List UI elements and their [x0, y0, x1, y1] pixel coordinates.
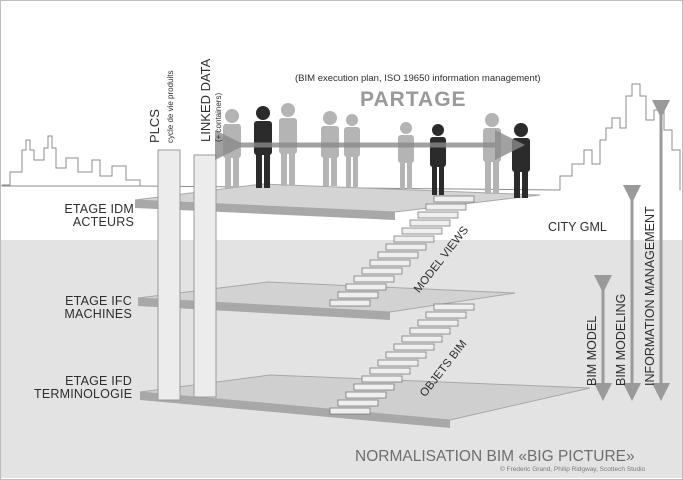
column-sublabel-plcs: cycle de vie produits: [166, 70, 175, 143]
column-linked-data: [193, 154, 217, 398]
footer-title: NORMALISATION BIM «BIG PICTURE»: [355, 448, 635, 465]
skyline-left: [1, 135, 141, 187]
people-group: [223, 103, 530, 198]
column-sublabel-linked-data: (+ containers): [214, 92, 223, 142]
stair-objets-bim: [329, 303, 475, 415]
level-label-ifc: ETAGE IFC MACHINES: [40, 295, 132, 321]
footer-credit: © Frederic Grand, Philip Ridgway, Scotte…: [500, 466, 646, 473]
stair-model-views: [329, 195, 475, 307]
level-label-ifd: ETAGE IFD TERMINOLOGIE: [34, 375, 132, 401]
level-ifd-line2: TERMINOLOGIE: [34, 387, 133, 401]
level-ifc-line1: ETAGE IFC: [65, 294, 132, 308]
level-ifd-line1: ETAGE IFD: [65, 374, 132, 388]
level-label-idm: ETAGE IDM ACTEURS: [42, 203, 134, 229]
ground-area: [1, 240, 682, 478]
scale-label-bim-modeling: BIM MODELING: [614, 293, 628, 386]
scale-label-information-management: INFORMATION MANAGEMENT: [643, 206, 657, 386]
level-idm-line2: ACTEURS: [72, 215, 134, 229]
partage-title: PARTAGE: [360, 88, 467, 111]
scale-label-bim-model: BIM MODEL: [585, 315, 599, 386]
city-gml-label: CITY GML: [548, 220, 607, 234]
column-label-linked-data: LINKED DATA: [198, 58, 213, 142]
column-plcs: [157, 149, 181, 401]
column-label-plcs: PLCS: [147, 109, 162, 143]
level-ifc-line2: MACHINES: [64, 307, 132, 321]
partage-subtitle: (BIM execution plan, ISO 19650 informati…: [295, 73, 541, 84]
level-idm-line1: ETAGE IDM: [64, 202, 134, 216]
